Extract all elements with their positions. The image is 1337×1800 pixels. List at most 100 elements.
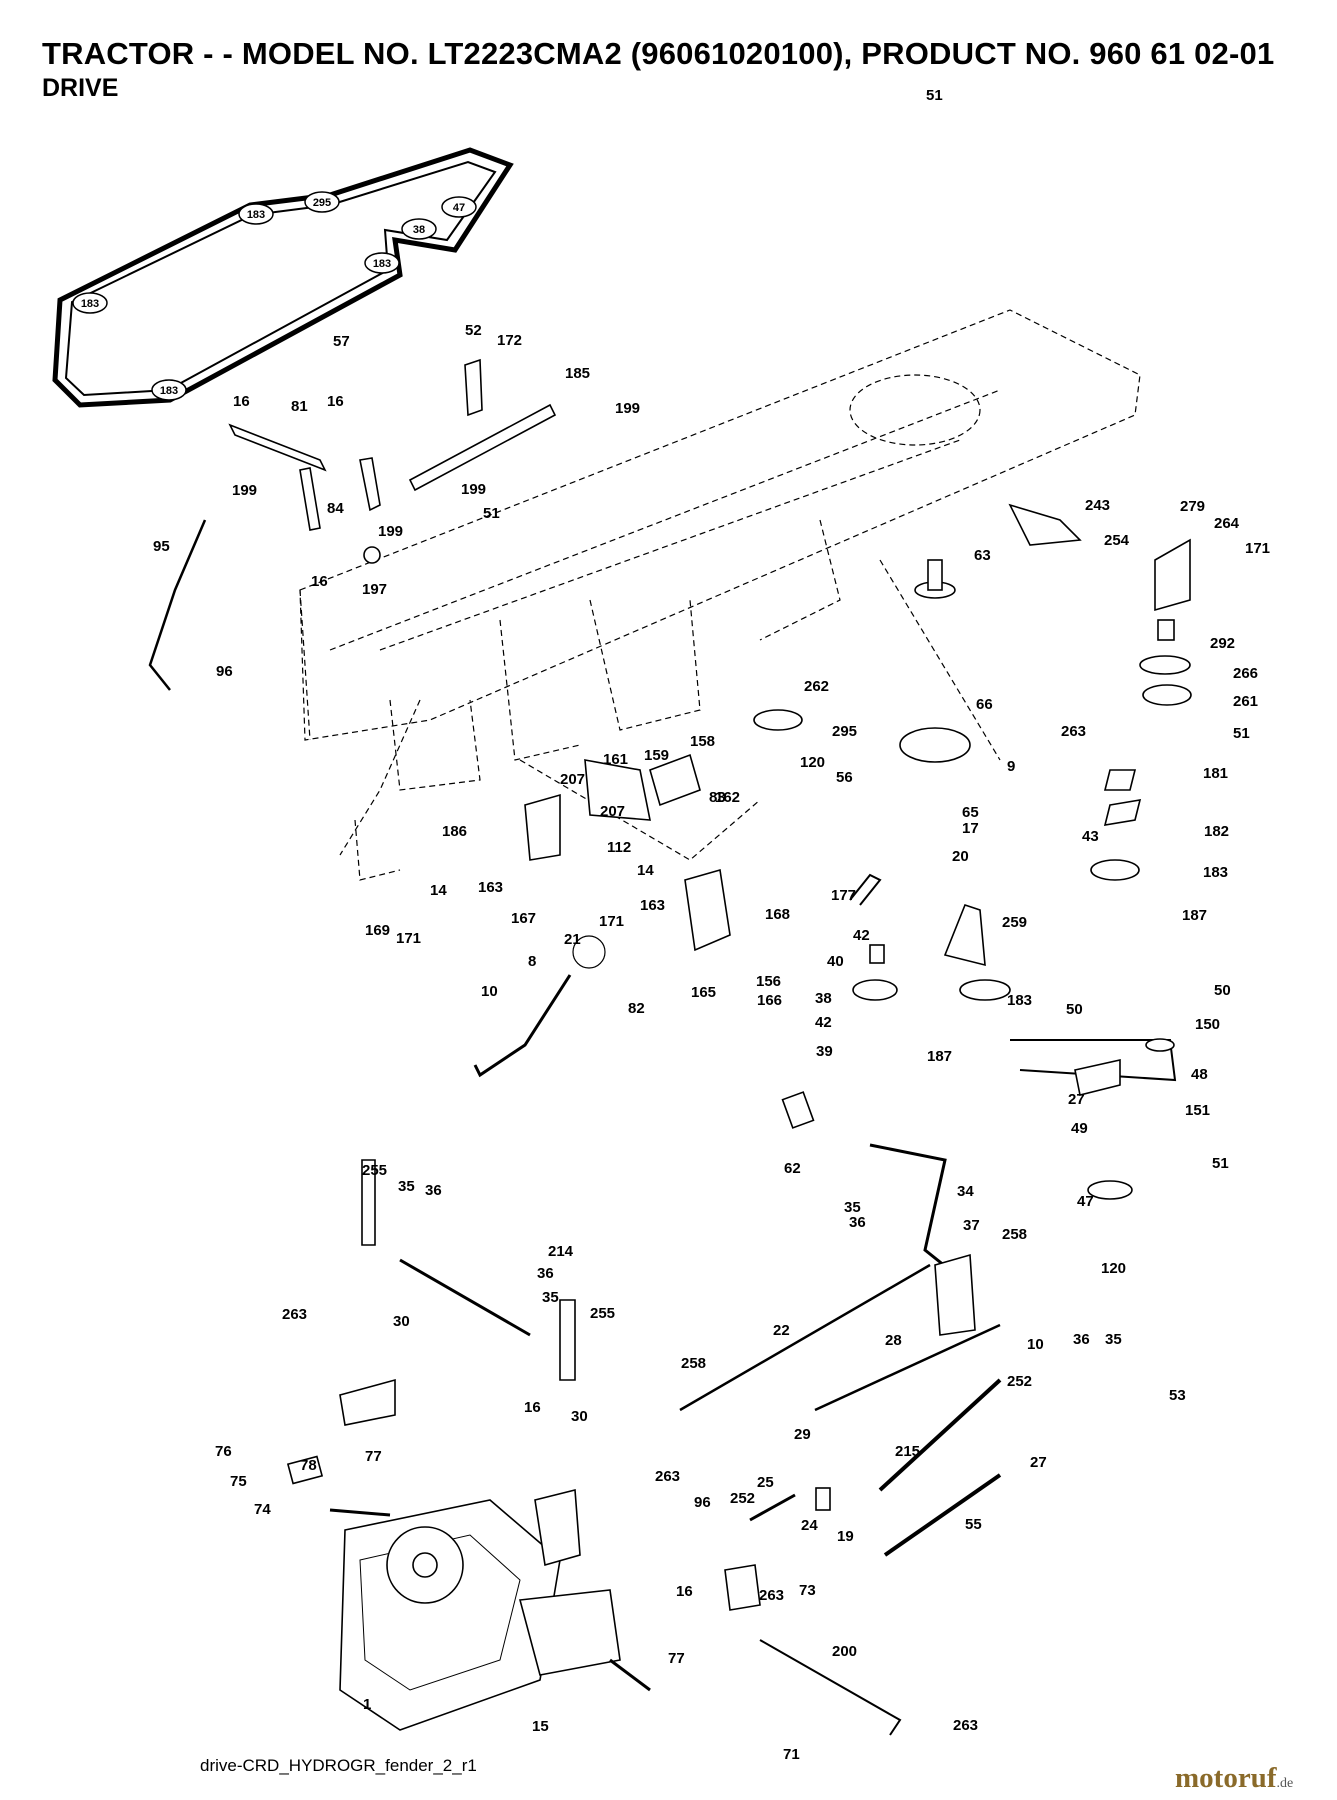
part-callout: 77 (365, 1448, 382, 1465)
page-title: TRACTOR - - MODEL NO. LT2223CMA2 (960610… (42, 36, 1275, 71)
part-callout: 16 (676, 1583, 693, 1600)
belt-pulley-label: 183 (373, 258, 391, 270)
part-callout: 9 (1007, 758, 1015, 775)
part-callout: 36 (1073, 1331, 1090, 1348)
part-callout: 50 (1066, 1001, 1083, 1018)
part-callout: 197 (362, 581, 387, 598)
part-callout: 71 (783, 1746, 800, 1763)
part-callout: 199 (232, 482, 257, 499)
belt-pulley: 183 (364, 252, 400, 274)
belt-pulley-label: 183 (247, 209, 265, 221)
part-callout: 263 (1061, 723, 1086, 740)
part-callout: 77 (668, 1650, 685, 1667)
belt-pulley-shape (72, 292, 108, 314)
part-callout: 30 (571, 1408, 588, 1425)
part-callout: 53 (1169, 1387, 1186, 1404)
part-callout: 167 (511, 910, 536, 927)
part-callout: 166 (757, 992, 782, 1009)
part-callout: 36 (537, 1265, 554, 1282)
hydrostatic-transmission (286, 1378, 902, 1736)
part-callout: 1 (363, 1696, 371, 1713)
part-callout: 163 (478, 879, 503, 896)
part-callout: 35 (1105, 1331, 1122, 1348)
part-callout: 16 (233, 393, 250, 410)
belt-pulley-shape (364, 252, 400, 274)
part-callout: 36 (849, 1214, 866, 1231)
belt-pulley-shape (304, 191, 340, 213)
pulley-stack (753, 503, 1192, 1200)
part-callout: 16 (524, 1399, 541, 1416)
part-callout: 37 (963, 1217, 980, 1234)
belt-pulley: 183 (72, 292, 108, 314)
part-callout: 263 (759, 1587, 784, 1604)
part-callout: 214 (548, 1243, 574, 1260)
part-callout: 95 (153, 538, 170, 555)
part-callout: 35 (542, 1289, 559, 1306)
belt-pulley-label: 38 (413, 224, 425, 236)
part-callout: 172 (497, 332, 522, 349)
part-callout: 35 (844, 1199, 861, 1216)
part-callout: 171 (396, 930, 421, 947)
part-callout: 185 (565, 365, 590, 382)
part-callout: 51 (483, 505, 500, 522)
part-callout: 156 (756, 973, 781, 990)
part-callout: 83 (709, 789, 726, 806)
part-callout: 81 (291, 398, 308, 415)
part-callout: 47 (1077, 1193, 1094, 1210)
motoruf-logo: motoruf.de (1175, 1762, 1294, 1794)
part-callout: 34 (957, 1183, 974, 1200)
part-callout: 66 (976, 696, 993, 713)
part-callout: 215 (895, 1443, 920, 1460)
part-callout: 62 (784, 1160, 801, 1177)
part-callout: 42 (853, 927, 870, 944)
part-callout: 252 (730, 1490, 755, 1507)
part-callout: 22 (773, 1322, 790, 1339)
belt-pulley: 183 (238, 203, 274, 225)
part-callout: 261 (1233, 693, 1258, 710)
part-callout: 259 (1002, 914, 1027, 931)
part-callout: 19 (837, 1528, 854, 1545)
part-callout: 20 (952, 848, 969, 865)
part-callout: 243 (1085, 497, 1110, 514)
part-callout: 10 (1027, 1336, 1044, 1353)
belt-pulley-shape (151, 379, 187, 401)
part-callout: 171 (599, 913, 624, 930)
part-callout: 39 (816, 1043, 833, 1060)
part-callout: 55 (965, 1516, 982, 1533)
part-callout: 73 (799, 1582, 816, 1599)
part-callout: 177 (831, 887, 856, 904)
part-callout: 27 (1030, 1454, 1047, 1471)
part-callout: 29 (794, 1426, 811, 1443)
part-callout: 161 (603, 751, 628, 768)
part-callout: 200 (832, 1643, 857, 1660)
part-callout: 199 (615, 400, 640, 417)
page-subtitle: DRIVE (42, 74, 119, 102)
part-callout: 28 (885, 1332, 902, 1349)
part-callout: 254 (1104, 532, 1130, 549)
part-callout: 63 (974, 547, 991, 564)
part-callout: 264 (1214, 515, 1240, 532)
part-callout: 169 (365, 922, 390, 939)
part-callout: 57 (333, 333, 350, 350)
part-callout: 15 (532, 1718, 549, 1735)
part-callout: 10 (481, 983, 498, 1000)
part-callout: 255 (590, 1305, 615, 1322)
brake-assembly (473, 753, 731, 1078)
part-callout: 96 (694, 1494, 711, 1511)
belt-pulley: 295 (304, 191, 340, 213)
belt-pulley-label: 183 (160, 385, 178, 397)
part-callout: 48 (1191, 1066, 1208, 1083)
part-callout: 43 (1082, 828, 1099, 845)
part-callout: 151 (1185, 1102, 1210, 1119)
belt-pulley: 38 (401, 218, 437, 240)
part-callout: 50 (1214, 982, 1231, 999)
part-callout: 51 (926, 87, 943, 104)
belt-pulley-label: 47 (453, 202, 465, 214)
belt-pulley: 183 (151, 379, 187, 401)
belt-pulley-shape (441, 196, 477, 218)
part-callout: 17 (962, 820, 979, 837)
belt-pulley-label: 183 (81, 298, 99, 310)
part-callout: 120 (800, 754, 825, 771)
part-callout: 266 (1233, 665, 1258, 682)
